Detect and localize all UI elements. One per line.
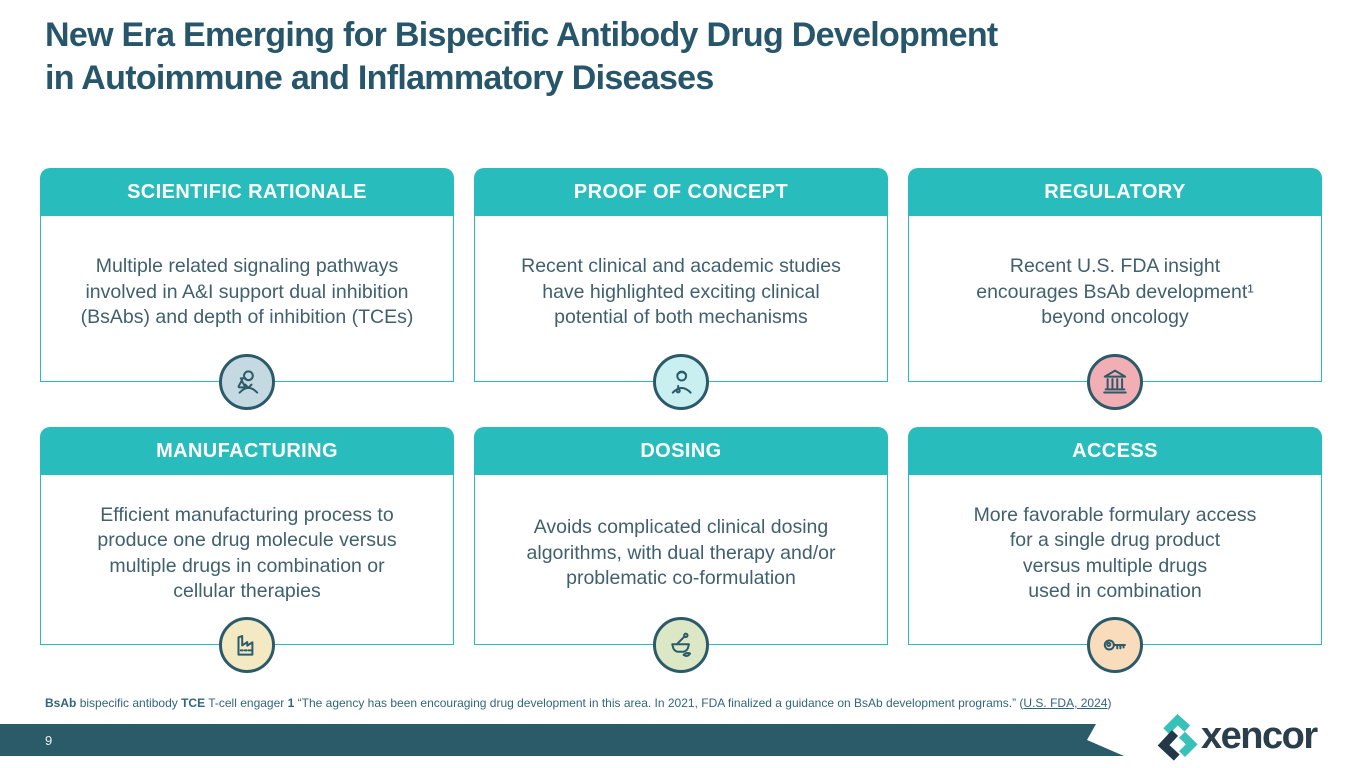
card-header: MANUFACTURING (40, 427, 454, 475)
factory-icon (219, 617, 275, 673)
card-scientific-rationale: SCIENTIFIC RATIONALE Multiple related si… (40, 168, 454, 410)
footnote-close-paren: ) (1107, 696, 1112, 710)
key-icon (1087, 617, 1143, 673)
card-body-text: Recent clinical and academic studies hav… (521, 255, 841, 329)
card-dosing: DOSING Avoids complicated clinical dosin… (474, 427, 888, 673)
card-regulatory: REGULATORY Recent U.S. FDA insight encou… (908, 168, 1322, 410)
card-access: ACCESS More favorable formulary access f… (908, 427, 1322, 673)
cards-row-1: SCIENTIFIC RATIONALE Multiple related si… (40, 168, 1322, 410)
cards-grid: SCIENTIFIC RATIONALE Multiple related si… (40, 168, 1322, 673)
mortar-pestle-icon (653, 617, 709, 673)
footnote-def-bsab: bispecific antibody (79, 696, 178, 710)
bottom-ribbon: 9 (0, 724, 1124, 756)
card-body: Multiple related signaling pathways invo… (40, 216, 454, 382)
card-body: Recent clinical and academic studies hav… (474, 216, 888, 382)
card-body: Avoids complicated clinical dosing algor… (474, 475, 888, 645)
card-header-label: SCIENTIFIC RATIONALE (127, 180, 367, 203)
card-header-label: ACCESS (1072, 439, 1158, 462)
card-header-label: REGULATORY (1044, 180, 1186, 203)
card-body-text: More favorable formulary access for a si… (973, 503, 1257, 603)
card-body-text: Multiple related signaling pathways invo… (80, 255, 414, 329)
cards-row-2: MANUFACTURING Efficient manufacturing pr… (40, 427, 1322, 673)
card-body: Efficient manufacturing process to produ… (40, 475, 454, 645)
footnote-term-bsab: BsAb (45, 696, 77, 710)
footnote-quote: “The agency has been encouraging drug de… (297, 696, 1024, 710)
card-header-label: PROOF OF CONCEPT (573, 180, 789, 203)
card-proof-of-concept: PROOF OF CONCEPT Recent clinical and aca… (474, 168, 888, 410)
card-header: ACCESS (908, 427, 1322, 475)
footnote-def-tce: T-cell engager (208, 696, 285, 710)
xencor-logo: xencor (1152, 710, 1318, 762)
xencor-logo-mark (1157, 713, 1198, 761)
card-header-label: MANUFACTURING (156, 439, 338, 462)
fda-source-link[interactable]: U.S. FDA, 2024 (1023, 696, 1108, 710)
card-header: PROOF OF CONCEPT (474, 168, 888, 216)
card-header: REGULATORY (908, 168, 1322, 216)
xencor-logo-text: xencor (1201, 715, 1318, 757)
card-manufacturing: MANUFACTURING Efficient manufacturing pr… (40, 427, 454, 673)
doctor-icon (653, 354, 709, 410)
card-header-label: DOSING (640, 439, 722, 462)
card-body-text: Recent U.S. FDA insight encourages BsAb … (976, 255, 1254, 329)
card-body: More favorable formulary access for a si… (908, 475, 1322, 645)
slide-title: New Era Emerging for Bispecific Antibody… (45, 16, 998, 98)
scientist-icon (219, 354, 275, 410)
footnote-ref-marker: 1 (287, 696, 295, 710)
footnote: BsAb bispecific antibody TCE T-cell enga… (45, 696, 1335, 711)
bank-icon (1087, 354, 1143, 410)
card-header: DOSING (474, 427, 888, 475)
page-number: 9 (45, 732, 53, 748)
card-body-text: Avoids complicated clinical dosing algor… (526, 516, 836, 590)
card-header: SCIENTIFIC RATIONALE (40, 168, 454, 216)
card-body-text: Efficient manufacturing process to produ… (97, 503, 397, 603)
footnote-term-tce: TCE (181, 696, 206, 710)
